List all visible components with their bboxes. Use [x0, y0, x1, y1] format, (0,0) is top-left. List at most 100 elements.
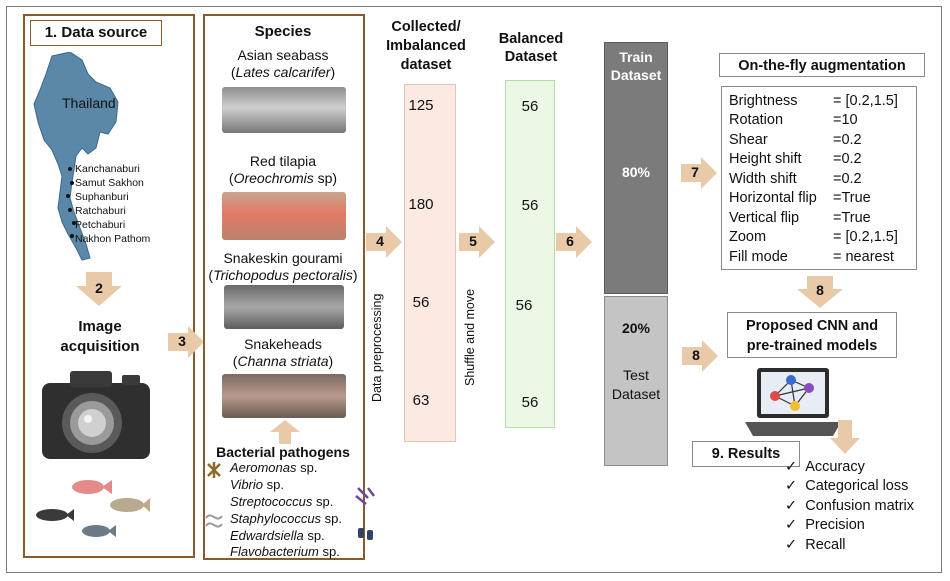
step-2-arrow: 2 — [76, 272, 122, 306]
result-item: ✓ Precision — [785, 517, 865, 533]
step-6-arrow: 6 — [556, 226, 592, 258]
province-label: Kanchanaburi — [75, 163, 140, 175]
aug-value: =True — [833, 210, 871, 226]
image-acquisition-label: Image acquisition — [50, 317, 150, 357]
pathogen-suffix: sp. — [304, 528, 325, 543]
asian-seabass-photo — [222, 87, 346, 133]
aug-key: Horizontal flip — [729, 190, 833, 206]
augmentation-title: On-the-fly augmentation — [719, 53, 925, 77]
species-common-name: Snakeskin gourami — [200, 250, 366, 266]
bacteria-icon — [352, 484, 380, 544]
pathogen-item: Vibrio sp. — [230, 477, 284, 492]
pathogen-item: Edwardsiella sp. — [230, 528, 325, 543]
species-common-name: Asian seabass — [200, 47, 366, 63]
province-label: Petchaburi — [75, 219, 125, 231]
augmentation-row: Height shift=0.2 — [729, 151, 862, 167]
data-preprocessing-label: Data preprocessing — [370, 294, 384, 402]
pathogen-italic: Vibrio — [230, 477, 263, 492]
augmentation-row: Fill mode= nearest — [729, 249, 894, 265]
species-content: Species Asian seabass (Lates calcarifer)… — [200, 14, 366, 560]
pathogen-italic: Staphylococcus — [230, 511, 321, 526]
aug-value: =0.2 — [833, 132, 862, 148]
pathogen-italic: Aeromonas — [230, 460, 296, 475]
pathogen-suffix: sp. — [312, 494, 333, 509]
balanced-dataset-column — [505, 80, 555, 428]
step-4-arrow: 4 — [366, 226, 402, 258]
step-number: 6 — [556, 233, 584, 249]
province-label: Suphanburi — [75, 191, 129, 203]
collected-dataset-column — [404, 84, 456, 442]
result-item: ✓ Recall — [785, 537, 846, 553]
pathogen-item: Staphylococcus sp. — [230, 511, 342, 526]
pathogen-italic: Flavobacterium — [230, 544, 319, 559]
train-percentage: 80% — [604, 164, 668, 180]
image-acquisition-line2: acquisition — [50, 337, 150, 357]
aug-key: Vertical flip — [729, 210, 833, 226]
step-7-arrow: 7 — [681, 157, 717, 189]
map-country-label: Thailand — [62, 95, 116, 111]
step-3-arrow: 3 — [168, 326, 204, 358]
species-scientific-name: (Trichopodus pectoralis) — [200, 267, 366, 283]
aug-key: Rotation — [729, 112, 833, 128]
check-icon: ✓ — [785, 537, 797, 553]
pathogen-suffix: sp. — [296, 460, 317, 475]
augmentation-row: Horizontal flip=True — [729, 190, 871, 206]
pathogen-item: Aeromonas sp. — [230, 460, 317, 475]
province-dot — [66, 194, 70, 198]
pathogen-up-arrow — [270, 420, 300, 444]
bacteria-icon — [202, 460, 226, 544]
test-label-line1: Test — [604, 366, 668, 385]
balanced-value: 56 — [500, 197, 560, 214]
shuffle-and-move-label: Shuffle and move — [463, 289, 477, 386]
laptop-network-icon — [745, 366, 841, 438]
results-down-arrow — [830, 420, 860, 454]
augmentation-row: Vertical flip=True — [729, 210, 871, 226]
species-title: Species — [200, 23, 366, 40]
test-percentage: 20% — [604, 320, 668, 336]
aug-value: = [0.2,1.5] — [833, 229, 898, 245]
check-icon: ✓ — [785, 459, 797, 475]
augmentation-row: Width shift=0.2 — [729, 171, 862, 187]
snakeskin-gourami-photo — [224, 285, 344, 329]
species-scientific-name: (Channa striata) — [200, 353, 366, 369]
check-icon: ✓ — [785, 498, 797, 514]
collected-value: 125 — [391, 97, 451, 114]
fish-group-icon — [32, 475, 152, 553]
province-dot — [70, 234, 74, 238]
augmentation-row: Shear=0.2 — [729, 132, 862, 148]
scientific-italic: Lates calcarifer — [236, 64, 331, 80]
test-dataset-label: Test Dataset — [604, 366, 668, 404]
step-8-down-arrow: 8 — [797, 276, 843, 308]
result-label: Accuracy — [805, 459, 865, 475]
aug-value: = nearest — [833, 249, 894, 265]
train-label-line1: Train — [604, 48, 668, 66]
aug-key: Width shift — [729, 171, 833, 187]
augmentation-row: Brightness= [0.2,1.5] — [729, 93, 898, 109]
camera-icon — [36, 365, 156, 465]
collected-title-line1: Collected/ — [372, 18, 480, 37]
province-dot — [70, 181, 74, 185]
balanced-dataset-title: Balanced Dataset — [486, 30, 576, 66]
balanced-value: 56 — [500, 98, 560, 115]
aug-value: =10 — [833, 112, 858, 128]
red-tilapia-photo — [222, 192, 346, 240]
result-label: Confusion matrix — [805, 498, 914, 514]
step-8-right-arrow: 8 — [682, 340, 718, 372]
check-icon: ✓ — [785, 478, 797, 494]
province-label: Nakhon Pathom — [75, 233, 150, 245]
check-icon: ✓ — [785, 517, 797, 533]
province-label: Samut Sakhon — [75, 177, 144, 189]
model-box: Proposed CNN and pre-trained models — [727, 312, 897, 358]
pathogens-title: Bacterial pathogens — [200, 444, 366, 460]
province-label: Ratchaburi — [75, 205, 126, 217]
aug-key: Brightness — [729, 93, 833, 109]
step-number: 8 — [682, 347, 710, 363]
step-number: 8 — [797, 282, 843, 298]
pathogen-italic: Streptococcus — [230, 494, 312, 509]
result-item: ✓ Confusion matrix — [785, 498, 914, 514]
species-scientific-name: (Oreochromis sp) — [200, 170, 366, 186]
step-number: 2 — [76, 280, 122, 296]
aug-key: Height shift — [729, 151, 833, 167]
collected-dataset-title: Collected/ Imbalanced dataset — [372, 18, 480, 75]
train-label-line2: Dataset — [604, 66, 668, 84]
